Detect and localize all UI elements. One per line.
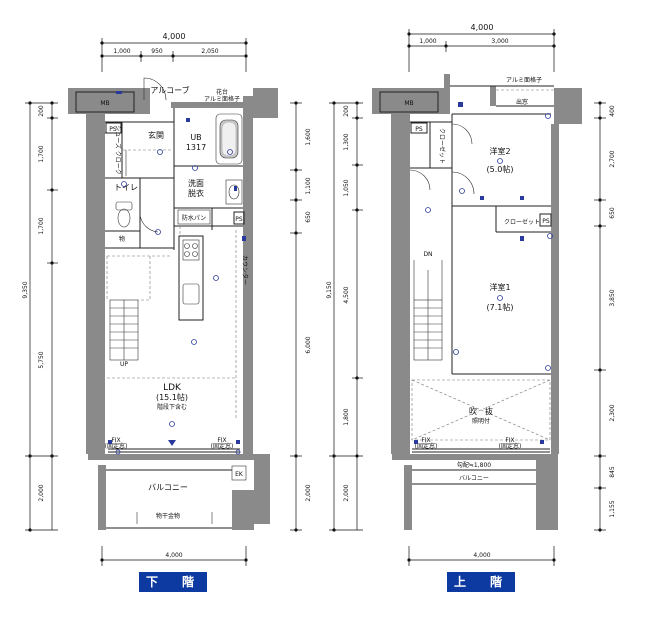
lower-dim-top-a: 1,000 bbox=[113, 48, 130, 55]
lower-wash-label: 洗面 bbox=[188, 178, 204, 188]
upper-void-note: 照明付 bbox=[472, 417, 490, 425]
lower-toilet-label: トイレ bbox=[114, 183, 138, 192]
lower-flowerbox-label: 花台 bbox=[216, 88, 228, 96]
lower-dim-left-d1: 200 bbox=[38, 105, 45, 117]
lower-dryer-label: 物干金物 bbox=[156, 512, 180, 520]
upper-void-label: 吹 抜 bbox=[469, 406, 493, 416]
lower-dim-top-total: 4,000 bbox=[163, 32, 186, 41]
lower-dim-top-b: 950 bbox=[151, 48, 163, 55]
lower-ub-size: 1317 bbox=[186, 143, 206, 152]
lower-dim-left-d4: 5,750 bbox=[38, 351, 45, 368]
upper-dim-right-r4: 3,850 bbox=[609, 289, 616, 306]
upper-lattice-label: アルミ面格子 bbox=[506, 76, 542, 84]
upper-dim-right-r2: 2,700 bbox=[609, 150, 616, 167]
upper-dim-top-a: 1,000 bbox=[419, 38, 436, 45]
lower-dim-right-r4: 6,000 bbox=[305, 336, 312, 353]
lower-dim-bottom: 4,000 bbox=[165, 552, 182, 559]
lower-dim-left-d5: 2,000 bbox=[38, 484, 45, 501]
upper-ps-mid-label: PS bbox=[542, 218, 550, 225]
upper-room1-label: 洋室1 bbox=[489, 282, 510, 292]
upper-dormer-label: 出窓 bbox=[516, 98, 528, 106]
lower-ldk-size: (15.1帖) bbox=[156, 392, 188, 402]
lower-ldk-note: 階段下含む bbox=[157, 403, 187, 411]
upper-closet-v-label: クローゼット bbox=[438, 128, 446, 164]
lower-stairs bbox=[106, 255, 236, 379]
lower-ub-label: UB bbox=[190, 133, 201, 142]
upper-room2-size: (5.0帖) bbox=[487, 164, 514, 174]
upper-dim-left-d5: 1,800 bbox=[343, 408, 350, 425]
lower-fix-right-note: (固定窓) bbox=[211, 442, 234, 450]
upper-dim-right-r1: 400 bbox=[609, 105, 616, 117]
lower-up-label: UP bbox=[120, 361, 128, 368]
lower-ek-label: EK bbox=[235, 471, 244, 478]
upper-rail-note: 勾配≒1,800 bbox=[457, 461, 491, 469]
lower-mb-label: MB bbox=[100, 100, 109, 107]
lower-electrical-symbols bbox=[108, 91, 246, 455]
upper-dim-left-d3: 1,050 bbox=[343, 179, 350, 196]
upper-dim-left-d4: 4,500 bbox=[343, 286, 350, 303]
lower-storage-label: 物 bbox=[119, 235, 125, 243]
lower-shoes-label: シューズ クローク bbox=[114, 125, 122, 175]
lower-washpan-label: 防水パン bbox=[182, 214, 206, 222]
lower-floor-plan: 4,000 1,000 950 2,050 9,350 200 1,700 1,… bbox=[22, 32, 312, 566]
upper-dim-bottom: 4,000 bbox=[473, 552, 490, 559]
upper-dim-left-d1: 200 bbox=[343, 105, 350, 117]
upper-dim-right-r5: 2,300 bbox=[609, 404, 616, 421]
upper-dn-label: DN bbox=[423, 251, 432, 258]
lower-balcony-label: バルコニー bbox=[148, 483, 188, 492]
lower-dim-left-d3: 1,700 bbox=[38, 217, 45, 234]
upper-closet-h-label: クローゼット bbox=[504, 218, 540, 226]
upper-floor-label: 上 階 bbox=[447, 572, 515, 592]
lower-fix-left-note: (固定窓) bbox=[105, 442, 128, 450]
lower-ldk-label: LDK bbox=[163, 383, 182, 393]
lower-alcove-label: アルコーブ bbox=[150, 85, 189, 95]
upper-room2-label: 洋室2 bbox=[489, 146, 510, 156]
lower-dress-label: 脱衣 bbox=[188, 188, 204, 198]
lower-dim-right-r2: 1,100 bbox=[305, 177, 312, 194]
lower-dim-top-c: 2,050 bbox=[201, 48, 218, 55]
upper-dim-left-total: 9,150 bbox=[326, 281, 333, 298]
upper-dim-top-b: 3,000 bbox=[491, 38, 508, 45]
upper-fix-right-note: (固定窓) bbox=[499, 442, 522, 450]
upper-floor-plan: 4,000 1,000 3,000 9,150 200 1,300 1,050 … bbox=[326, 23, 616, 566]
upper-stairs bbox=[413, 260, 443, 361]
upper-dim-top-total: 4,000 bbox=[471, 23, 494, 32]
upper-balcony-label: バルコニー bbox=[459, 475, 489, 482]
lower-counter-label: カウンター bbox=[241, 255, 249, 285]
lower-dim-left-d2: 1,700 bbox=[38, 145, 45, 162]
lower-dim-right-r5: 2,000 bbox=[305, 484, 312, 501]
upper-dim-right-r7: 1,155 bbox=[609, 500, 616, 517]
upper-room1-size: (7.1帖) bbox=[487, 302, 514, 312]
upper-ps-top-label: PS bbox=[415, 126, 423, 133]
upper-dim-left-d6: 2,000 bbox=[343, 484, 350, 501]
upper-fix-left-note: (固定窓) bbox=[415, 442, 438, 450]
upper-dim-right-r6: 845 bbox=[609, 466, 616, 478]
lower-dim-right-r3: 650 bbox=[305, 211, 312, 223]
lower-fix-right: FIX bbox=[217, 437, 226, 444]
upper-fix-right: FIX bbox=[505, 437, 514, 444]
lower-dim-right-r1: 1,600 bbox=[305, 128, 312, 145]
upper-dim-right-r3: 650 bbox=[609, 207, 616, 219]
lower-dim-left-total: 9,350 bbox=[22, 281, 29, 298]
lower-floor-label: 下 階 bbox=[139, 572, 207, 592]
lower-ps-mid-label: PS bbox=[235, 216, 243, 223]
upper-mb-label: MB bbox=[404, 100, 413, 107]
upper-electrical-symbols bbox=[414, 102, 553, 444]
lower-fix-left: FIX bbox=[111, 437, 120, 444]
lower-lattice-label: アルミ面格子 bbox=[204, 95, 240, 103]
lower-ps-top-label: PS bbox=[109, 126, 117, 133]
upper-fix-left: FIX bbox=[421, 437, 430, 444]
lower-entry-label: 玄関 bbox=[148, 130, 164, 140]
upper-dim-left-d2: 1,300 bbox=[343, 133, 350, 150]
